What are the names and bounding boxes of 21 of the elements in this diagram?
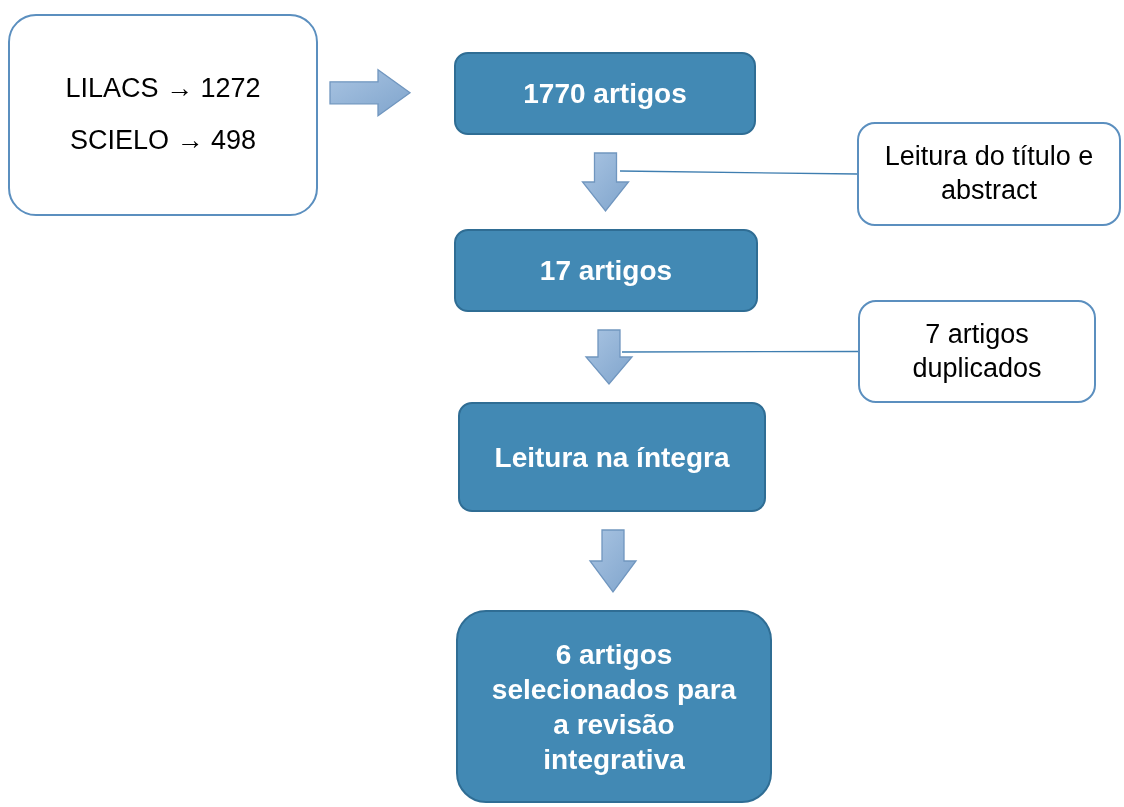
box-text: 6 artigos selecionados para a revisão integrativa [490,637,738,777]
box-text: 7 artigos duplicados [911,317,1043,385]
box-text: 1770 artigos [523,77,687,111]
leader-line [621,350,859,353]
leader-line [619,170,858,175]
process-box [458,402,766,512]
process-box [454,229,758,312]
process-box [454,52,756,135]
block-arrow [584,329,634,385]
block-arrow [581,152,630,213]
box-text: 17 artigos [539,254,673,288]
note-box [857,122,1121,226]
block-arrow [588,529,638,594]
box-text: LILACS → 1272 [65,72,261,106]
box-text: SCIELO → 498 [69,124,257,157]
note-box [8,14,318,216]
block-arrow [329,68,412,118]
process-box [456,610,772,803]
note-box [858,300,1096,403]
box-text: Leitura na íntegra [494,440,730,475]
box-text: Leitura do título e abstract [883,140,1095,207]
